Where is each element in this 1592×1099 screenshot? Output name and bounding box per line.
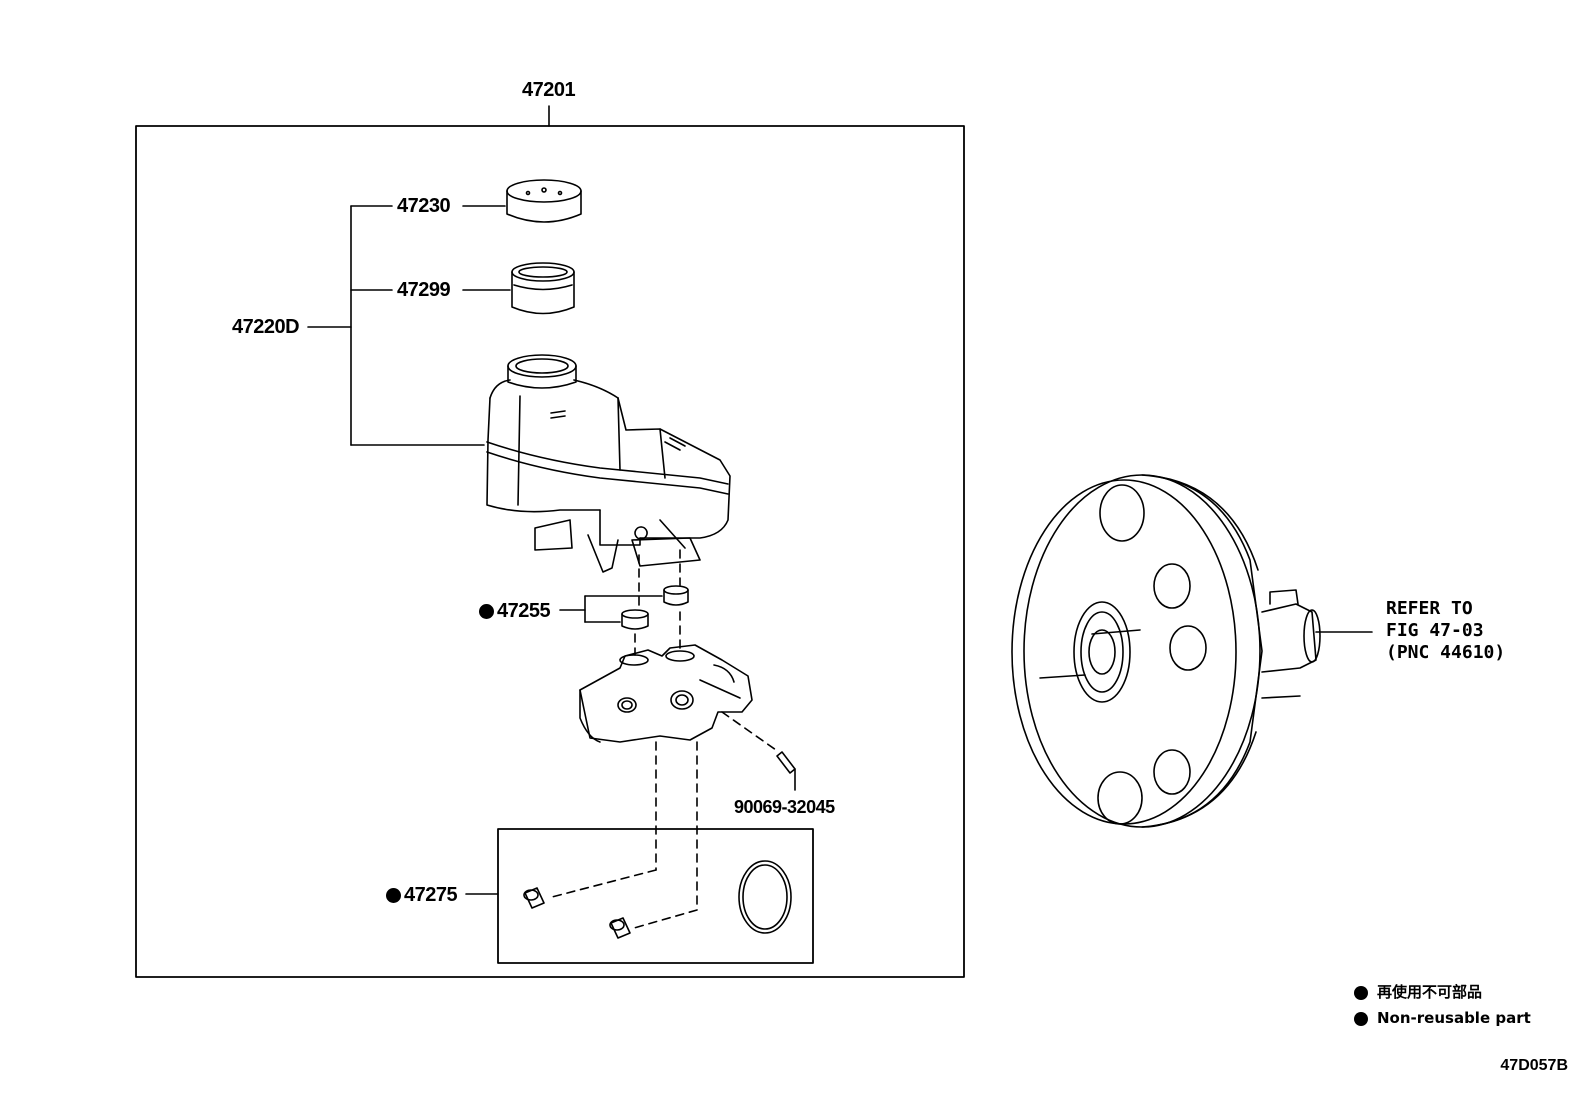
- non-reusable-icon: [479, 604, 494, 620]
- brake-booster-drawing: [1011, 474, 1373, 828]
- figure-code: 47D057B: [1500, 1057, 1568, 1074]
- reservoir-bracket: [307, 205, 511, 446]
- reservoir-cap-drawing: [506, 179, 582, 223]
- master-cylinder-drawing: [579, 644, 753, 743]
- non-reusable-icon: [1354, 1011, 1368, 1026]
- label-reservoir: 47220D: [232, 316, 300, 338]
- legend-en: Non-reusable part: [1354, 1011, 1531, 1026]
- label-plug: 47275: [386, 885, 458, 905]
- label-pin: 90069-32045: [734, 797, 835, 817]
- plug-drawings: [523, 887, 631, 939]
- kit-frame: [497, 828, 814, 964]
- assembly-dash-lines: [547, 549, 777, 929]
- label-booster-ref-3: (PNC 44610): [1386, 642, 1506, 663]
- non-reusable-icon: [1354, 985, 1368, 1000]
- label-assy: 47201: [522, 79, 576, 101]
- label-cap: 47230: [397, 195, 451, 217]
- legend-jp: 再使用不可部品: [1354, 985, 1482, 1000]
- label-booster-ref-1: REFER TO: [1386, 598, 1473, 619]
- strainer-drawing: [511, 262, 575, 315]
- pin-drawing: [776, 751, 796, 791]
- label-strainer: 47299: [397, 279, 451, 301]
- non-reusable-icon: [386, 888, 401, 904]
- label-grommet: 47255: [479, 601, 551, 621]
- label-booster-ref-2: FIG 47-03: [1386, 620, 1484, 641]
- grommet-drawings: [621, 585, 689, 630]
- reservoir-drawing: [486, 354, 731, 573]
- grommet-bracket: [559, 595, 663, 623]
- o-ring-drawing: [738, 860, 792, 934]
- assembly-frame: [135, 125, 965, 978]
